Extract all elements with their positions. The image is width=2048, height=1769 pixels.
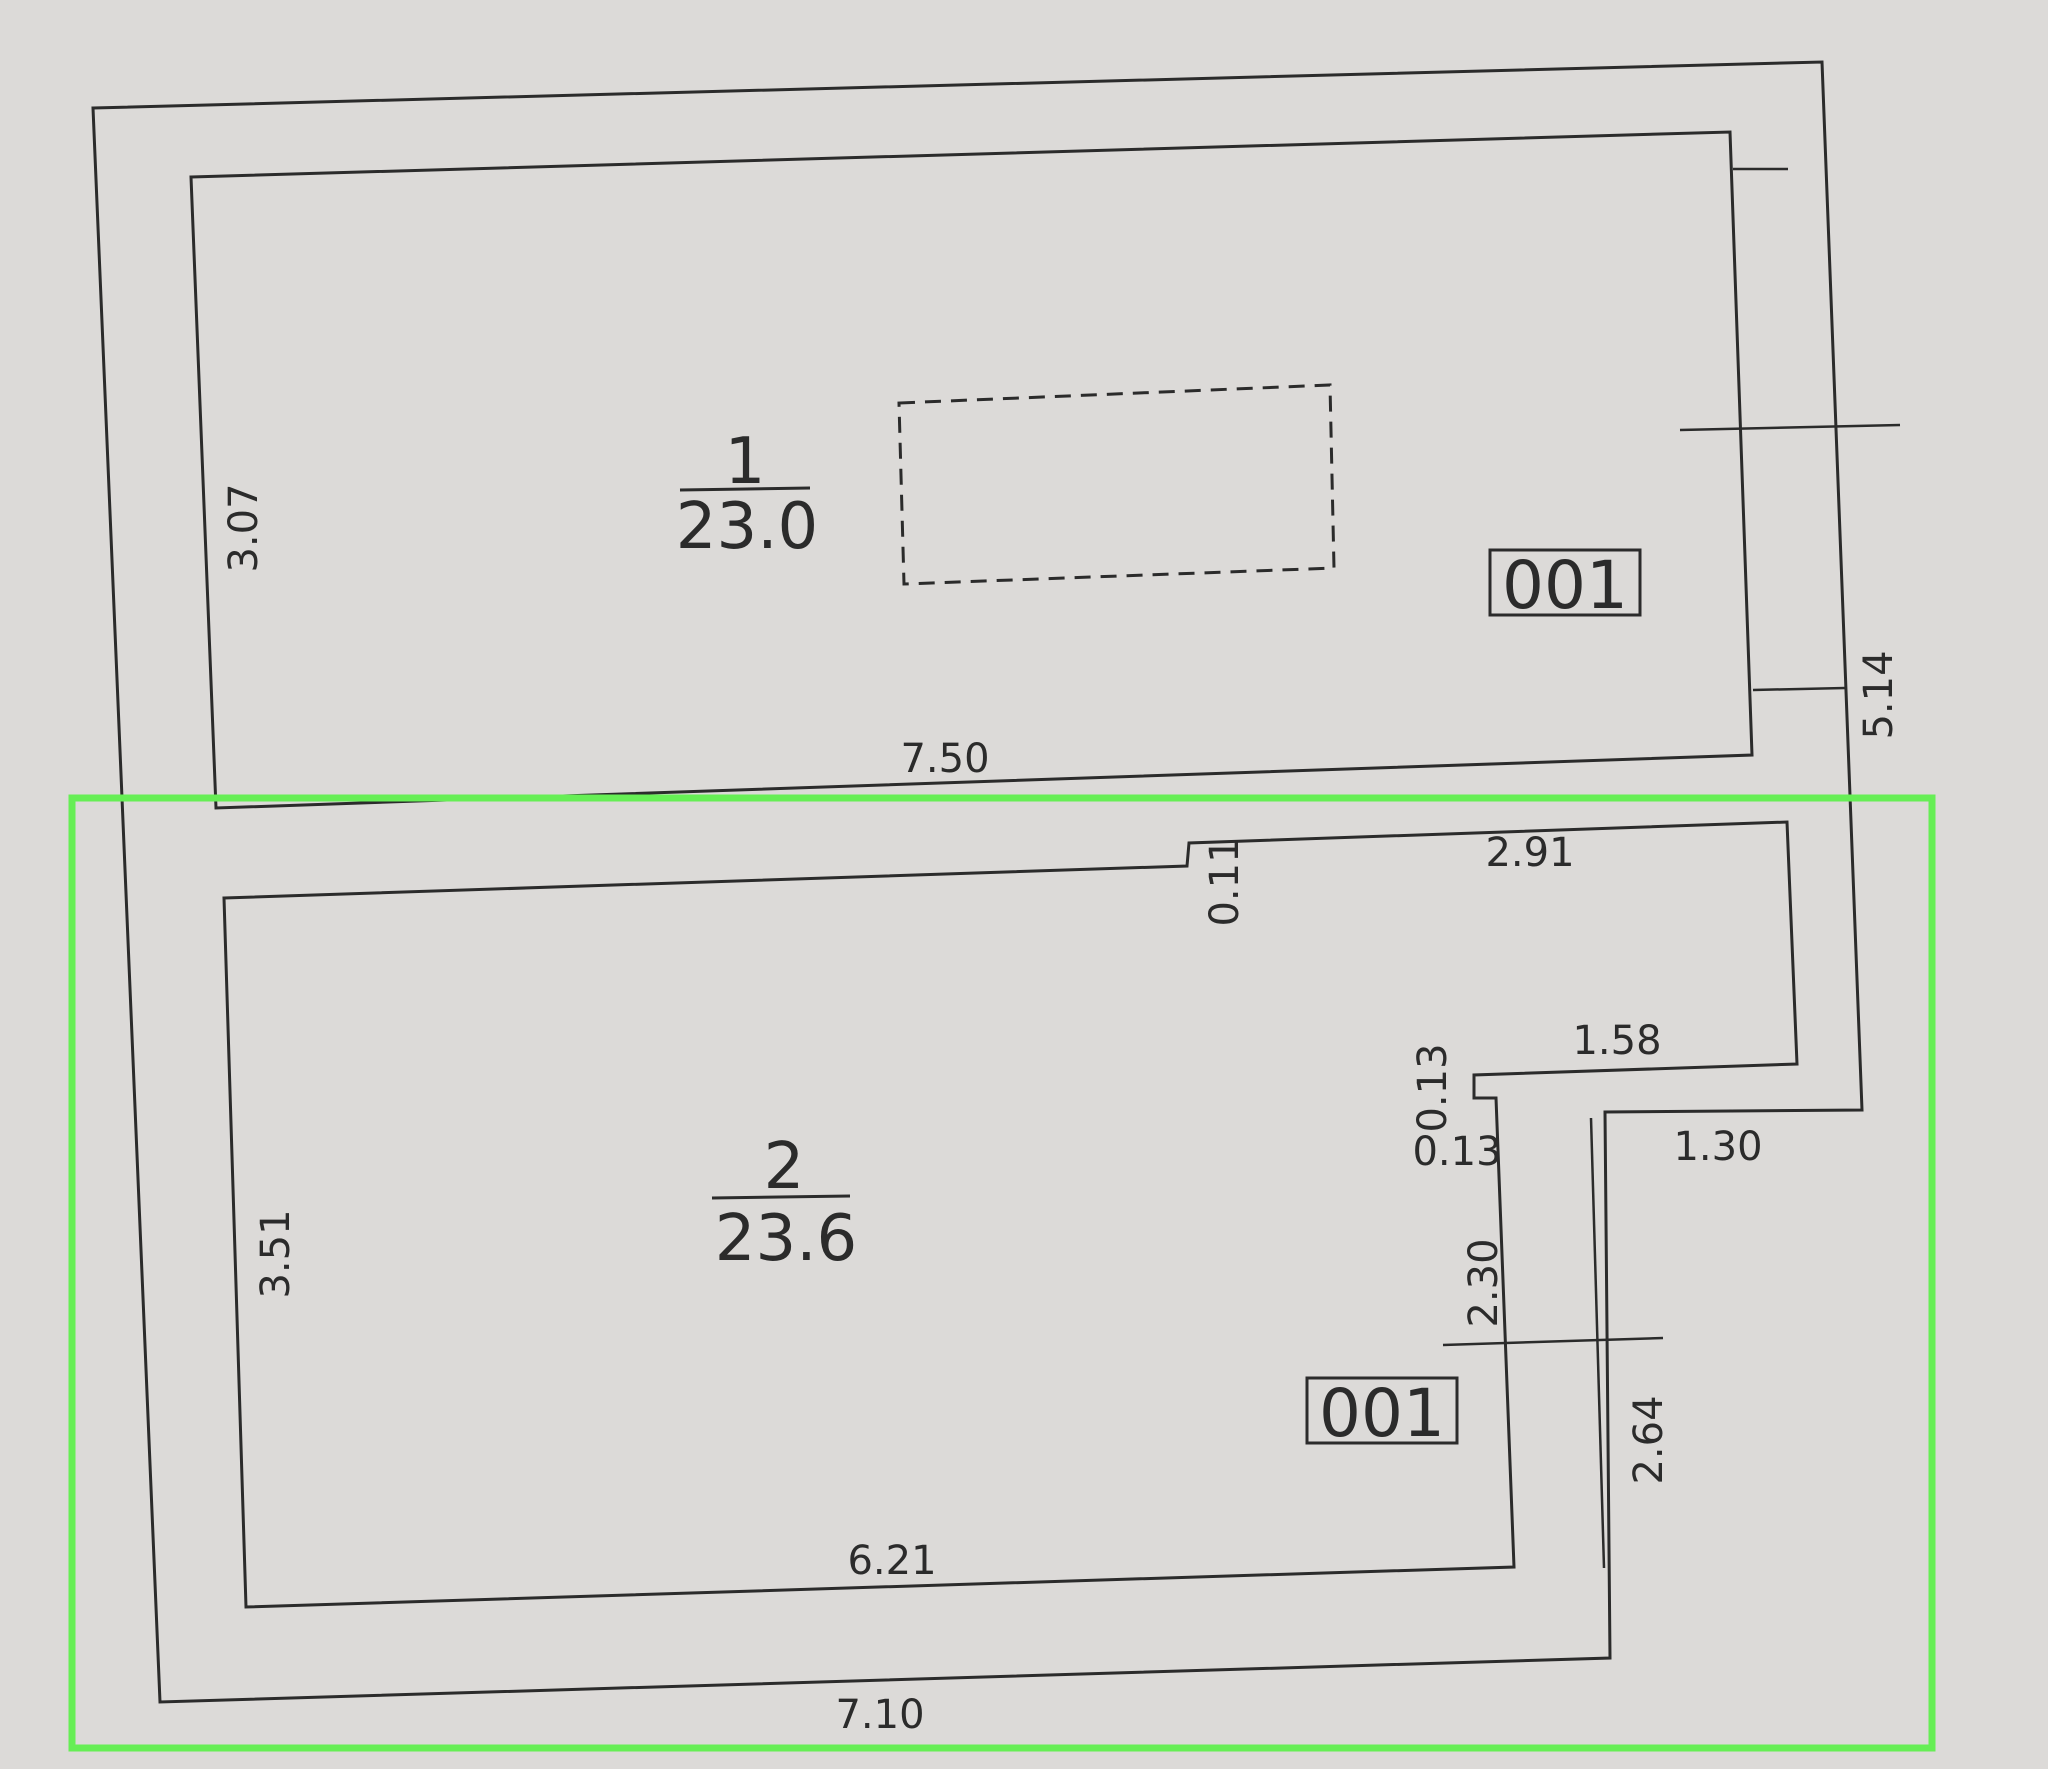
room-2-number: 2 <box>764 1130 805 1204</box>
dim-step-b: 0.13 <box>1410 1043 1456 1132</box>
outer-wall <box>91 60 1864 1704</box>
room-1-number: 1 <box>725 425 766 499</box>
corridor-line <box>1589 1117 1606 1569</box>
dashed-fixture <box>897 383 1336 586</box>
dim-step-c: 0.13 <box>1412 1129 1501 1175</box>
room-2-outline <box>222 820 1799 1609</box>
dim-ledge: 1.58 <box>1572 1018 1661 1064</box>
dim-room1-height: 3.07 <box>221 483 267 572</box>
room-1-outline <box>189 130 1754 810</box>
dim-room2-width: 6.21 <box>847 1538 936 1584</box>
room-2-tag: 001 <box>1319 1375 1445 1452</box>
room-1-tag: 001 <box>1502 547 1628 624</box>
partition-tick <box>1752 686 1846 692</box>
dim-step-a: 0.11 <box>1202 837 1248 926</box>
room-2-area: 23.6 <box>715 1202 858 1276</box>
room-1-fraction-line <box>679 486 811 492</box>
highlight-box <box>68 794 1936 1752</box>
room-2-tag-box <box>1305 1376 1459 1445</box>
dim-niche-height: 2.30 <box>1461 1238 1507 1327</box>
dim-top-right: 2.91 <box>1485 830 1574 876</box>
room-1-area: 23.0 <box>676 490 819 564</box>
door-tick <box>1442 1336 1664 1347</box>
dim-corridor-width: 1.30 <box>1673 1124 1762 1170</box>
door-tick <box>1679 423 1901 432</box>
dim-room2-height: 3.51 <box>253 1209 299 1298</box>
dim-corridor-height: 2.64 <box>1626 1395 1672 1484</box>
room-1-tag-box <box>1488 548 1642 617</box>
room-2-fraction-line <box>711 1194 851 1200</box>
dim-room1-width: 7.50 <box>900 736 989 782</box>
dim-overall-width: 7.10 <box>835 1692 924 1738</box>
dim-right-total: 5.14 <box>1856 650 1902 739</box>
